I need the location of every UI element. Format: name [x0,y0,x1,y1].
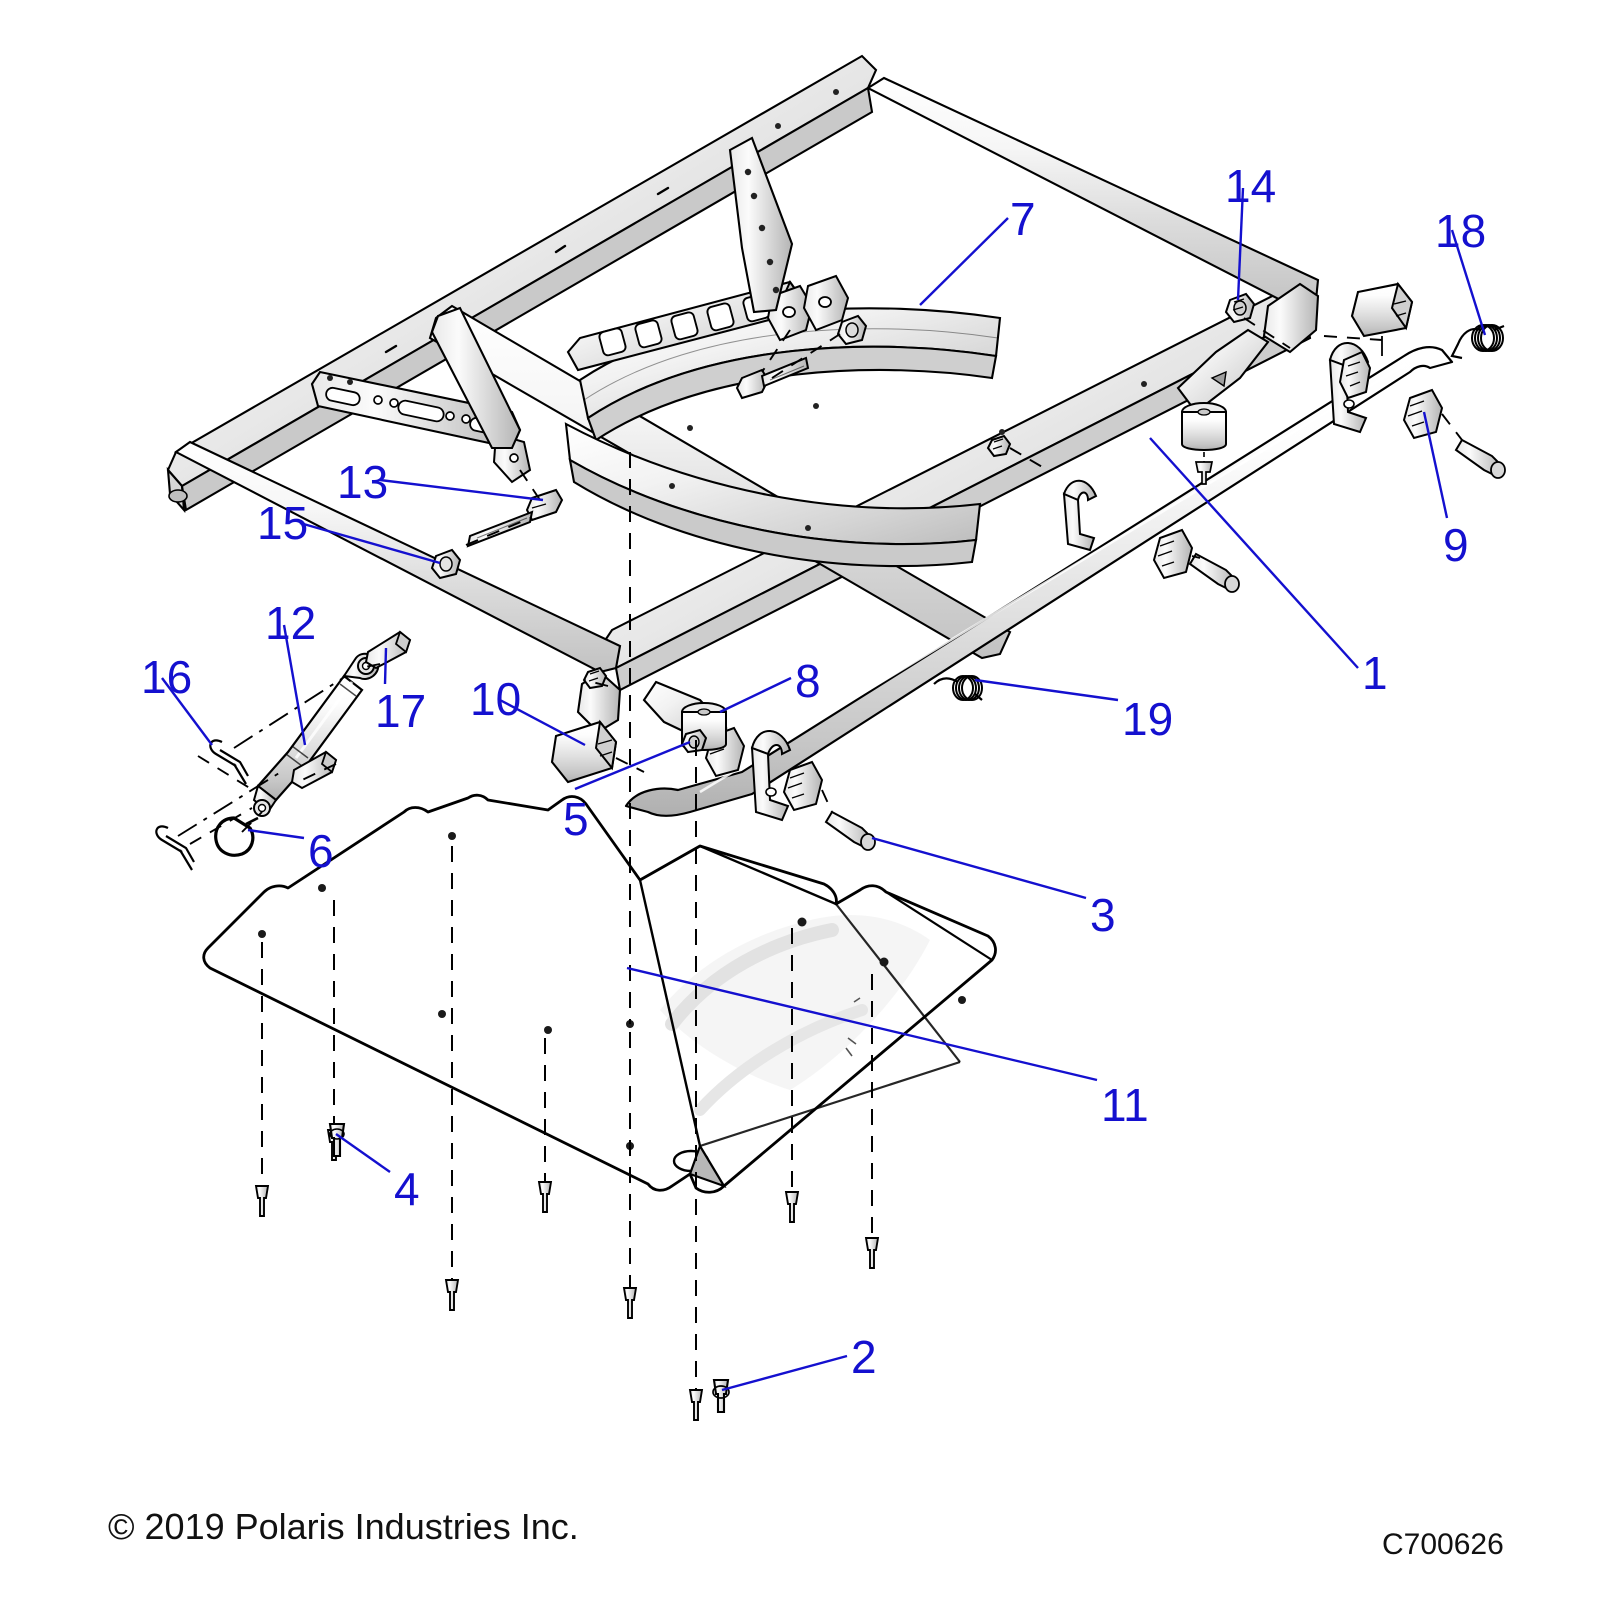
leader-line-12 [282,624,307,746]
bar-clamp-mid-left [1152,528,1194,580]
bushing-sleeve-upper [1350,281,1414,356]
leader-line-6 [247,828,305,840]
bolt-pivot-13 [466,488,564,548]
leader-line-16 [161,677,213,746]
leader-line-3 [871,836,1087,900]
cotter-pin-16-upper [209,739,249,785]
leader-line-15 [299,521,441,565]
torsion-spring-19 [933,675,983,701]
callout-19: 19 [1122,693,1174,745]
cotter-pin-16-lower [155,825,195,871]
callout-11: 11 [1101,1079,1149,1131]
leader-line-18 [1450,229,1487,336]
callout-10: 10 [470,673,522,725]
frame-rail-right-side [865,76,1320,312]
screw-bed-front-4 [328,1122,346,1158]
callout-18: 18 [1435,205,1487,257]
torsion-bar-saddle-right [1328,342,1370,434]
bumper-grommet-right [1181,402,1227,485]
retaining-clip-6 [214,816,259,857]
leader-line-10 [499,698,586,747]
screw-bed-lower-2 [712,1378,730,1414]
copyright-notice: © 2019 Polaris Industries Inc. [108,1506,579,1547]
nut-flange-14 [1224,292,1256,324]
nut-cross-member [836,314,868,346]
assembly-dash-lines-dashdot [177,675,347,837]
callout-15: 15 [257,497,309,549]
assembly-dash-lines [189,317,1463,845]
leader-line-8 [719,676,792,714]
bushing-sleeve-10 [550,719,618,784]
screw-clamp-upper [1454,438,1506,479]
leader-line-14 [1236,187,1245,301]
screw [254,1129,880,1421]
frame-gusset-right-front [1176,282,1320,414]
slotted-cross-member [566,279,802,372]
leader-line-5 [574,740,691,791]
callout-13: 13 [337,456,389,508]
bar-clamp-lower [782,760,824,812]
callout-14: 14 [1225,160,1277,212]
callout-2: 2 [851,1331,877,1383]
leader-line-7 [919,217,1009,306]
gas-strut-12 [252,652,380,817]
fastener-small-5 [680,728,708,754]
part-number-label: C700626 [1382,1528,1504,1561]
callout-leader-lines [161,187,1487,1392]
callout-5: 5 [563,793,589,845]
callout-9: 9 [1443,519,1469,571]
bed-panel-11 [202,793,997,1194]
callout-16: 16 [141,651,193,703]
callout-4: 4 [394,1163,420,1215]
torsion-bar-saddle-left [750,730,792,822]
leader-line-11 [626,966,1098,1082]
leader-line-1 [1149,437,1359,669]
frame-rail-left-side [173,440,622,674]
callout-12: 12 [265,597,317,649]
callout-17: 17 [375,685,427,737]
callout-8: 8 [795,655,821,707]
torsion-bar [624,346,1454,817]
callout-6: 6 [308,825,334,877]
leader-line-9 [1422,411,1449,519]
leader-line-13 [379,478,544,502]
screw-clamp-mid [1188,552,1240,593]
screw-clamp-3 [824,810,876,851]
leader-line-19 [974,678,1119,702]
bar-clamp-upper [1338,350,1372,400]
frame-brace-left [430,306,522,450]
callout-7: 7 [1010,193,1036,245]
bar-clamp-half-9 [1402,388,1444,440]
frame-brace-upper-right [728,136,794,314]
frame-beam-center [428,304,1012,660]
torsion-spring-18 [1450,324,1505,360]
nut-lock-15 [430,548,462,580]
bed-frame-weldment-group [166,54,1320,744]
bolt-cross-member [735,356,810,400]
bar-bracket-upper-right [1062,479,1098,552]
frame-cross-arch-lower [564,422,982,568]
clevis-pin-17-upper [364,630,412,670]
screw-array-under-bed [254,452,880,1421]
leader-line-2 [721,1354,848,1392]
leader-line-4 [335,1133,391,1173]
torsion-bar-group [624,342,1454,822]
nut-small-rail [986,434,1012,458]
callout-1: 1 [1362,647,1388,699]
leader-line-17 [383,647,388,685]
clevis-pin-lower [290,750,338,790]
callout-3: 3 [1090,889,1116,941]
